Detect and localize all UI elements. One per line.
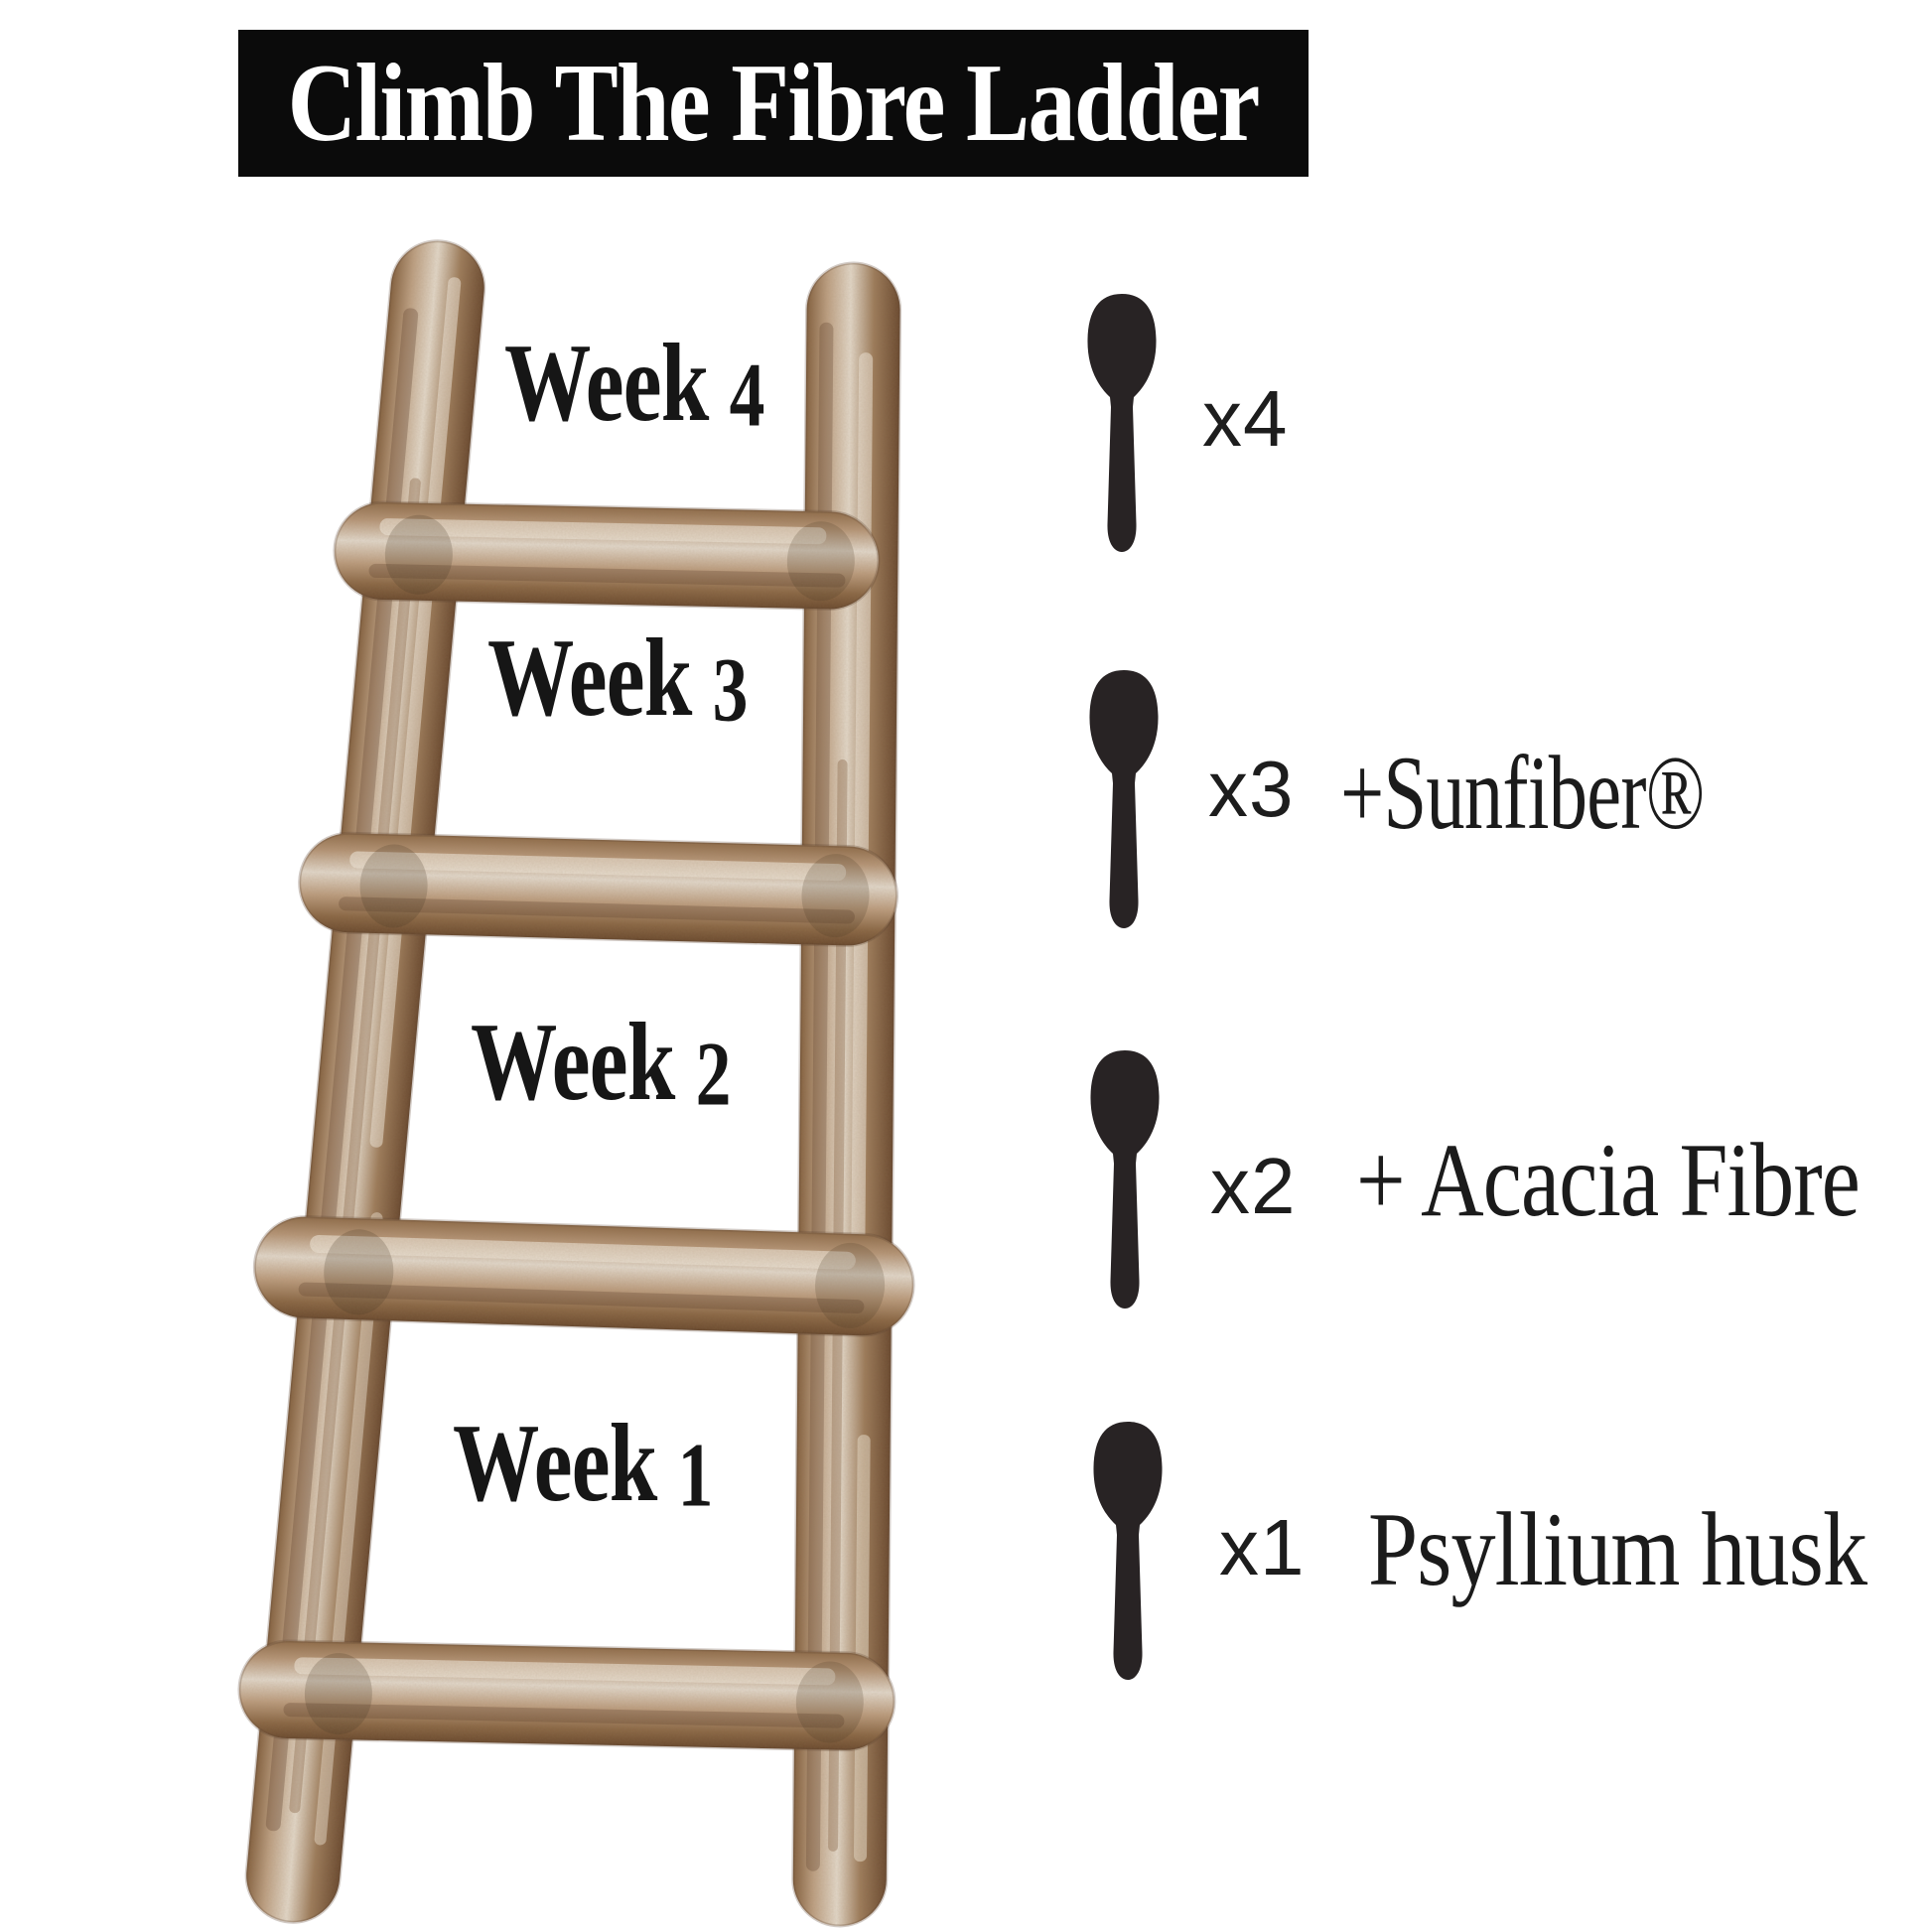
- week-3-label: Week 3: [487, 617, 748, 741]
- dose-multiplier-week2: x2: [1210, 1142, 1297, 1230]
- supplement-label-sunfiber: +Sunfiber®: [1340, 735, 1705, 851]
- title-banner: Climb The Fibre Ladder: [238, 30, 1309, 177]
- page-title: Climb The Fibre Ladder: [287, 42, 1261, 165]
- teaspoon-icon: [1090, 1050, 1160, 1309]
- dose-multiplier-week4: x4: [1202, 374, 1289, 463]
- week-4-label: Week 4: [504, 322, 764, 446]
- supplement-label-acacia-fibre: + Acacia Fibre: [1356, 1122, 1861, 1238]
- teaspoon-icon: [1093, 1422, 1163, 1680]
- dose-multiplier-week3: x3: [1208, 745, 1295, 833]
- teaspoon-icon: [1089, 670, 1159, 928]
- week-1-label: Week 1: [453, 1402, 713, 1526]
- teaspoon-icon: [1087, 294, 1157, 552]
- supplement-label-psyllium: Psyllium husk: [1368, 1491, 1867, 1607]
- dose-multiplier-week1: x1: [1219, 1503, 1306, 1591]
- week-2-label: Week 2: [471, 1001, 731, 1125]
